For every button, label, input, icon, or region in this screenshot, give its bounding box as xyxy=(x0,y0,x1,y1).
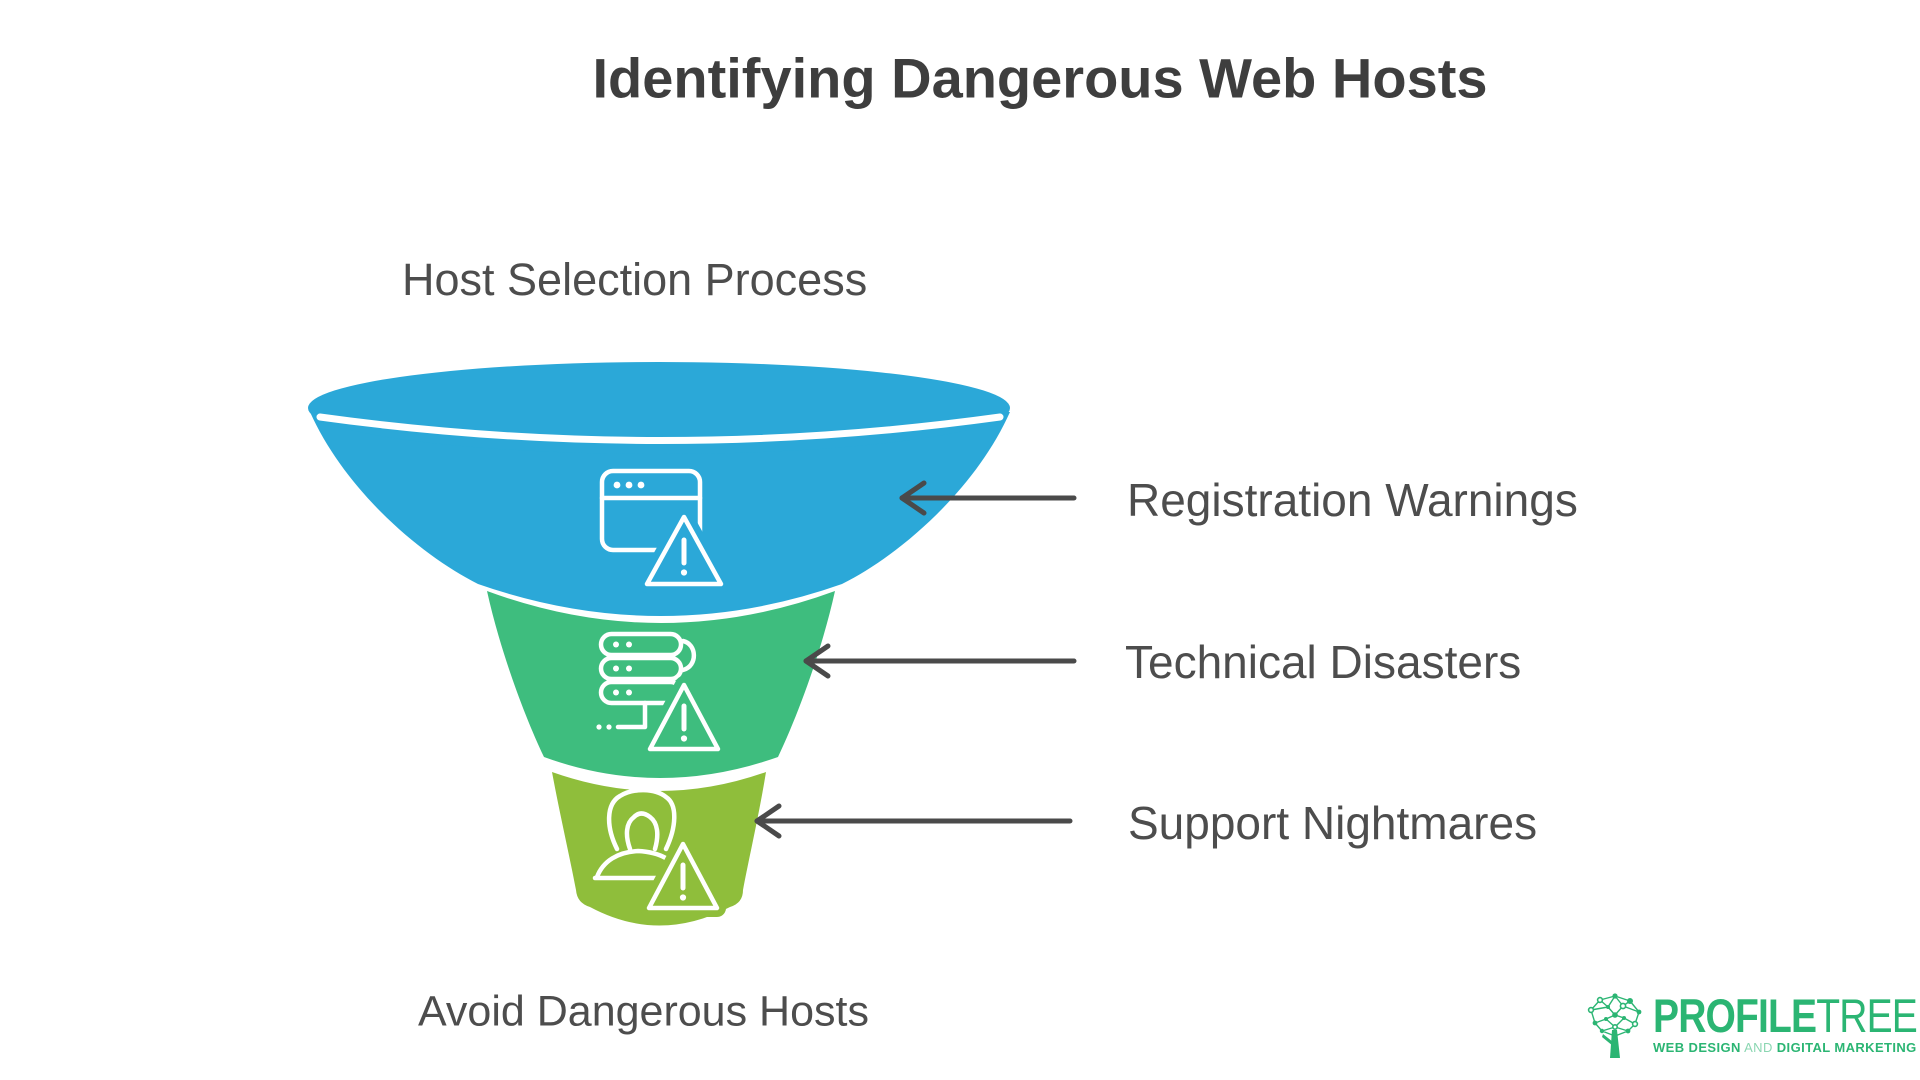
arrow-registration-warnings xyxy=(899,480,1077,516)
funnel-top-caption: Host Selection Process xyxy=(402,254,868,305)
funnel-stage-2-shape xyxy=(487,591,835,778)
funnel-bottom-caption: Avoid Dangerous Hosts xyxy=(418,987,869,1036)
warning-triangle xyxy=(647,682,721,752)
profiletree-tagline: WEB DESIGN AND DIGITAL MARKETING xyxy=(1653,1040,1920,1055)
support-agent-warning-icon xyxy=(592,787,726,917)
warning-triangle xyxy=(644,514,724,587)
stage-label-technical-disasters: Technical Disasters xyxy=(1125,636,1522,688)
stage-label-registration-warnings: Registration Warnings xyxy=(1127,474,1578,526)
arrow-technical-disasters xyxy=(803,643,1077,679)
funnel-stage-1-shape xyxy=(310,412,1010,616)
wordmark-tree: TREE xyxy=(1816,989,1918,1042)
browser-warning-icon xyxy=(599,468,730,593)
page-title: Identifying Dangerous Web Hosts xyxy=(592,46,1488,110)
profiletree-logo-icon xyxy=(1587,993,1642,1058)
funnel-rim-highlight xyxy=(316,413,1004,444)
tagline-web-design: WEB DESIGN xyxy=(1653,1040,1741,1055)
warning-triangle xyxy=(646,841,720,911)
tagline-and: AND xyxy=(1740,1040,1777,1055)
server-warning-icon xyxy=(596,631,727,758)
profiletree-logo-text: PROFILETREE WEB DESIGN AND DIGITAL MARKE… xyxy=(1653,992,1920,1055)
wordmark-profile: PROFILE xyxy=(1653,989,1817,1042)
profiletree-wordmark: PROFILETREE xyxy=(1653,989,1918,1042)
profiletree-logo: PROFILETREE WEB DESIGN AND DIGITAL MARKE… xyxy=(1586,992,1920,1060)
arrow-support-nightmares xyxy=(754,803,1073,839)
stage-label-support-nightmares: Support Nightmares xyxy=(1128,797,1538,849)
tagline-digital-marketing: DIGITAL MARKETING xyxy=(1776,1040,1917,1055)
